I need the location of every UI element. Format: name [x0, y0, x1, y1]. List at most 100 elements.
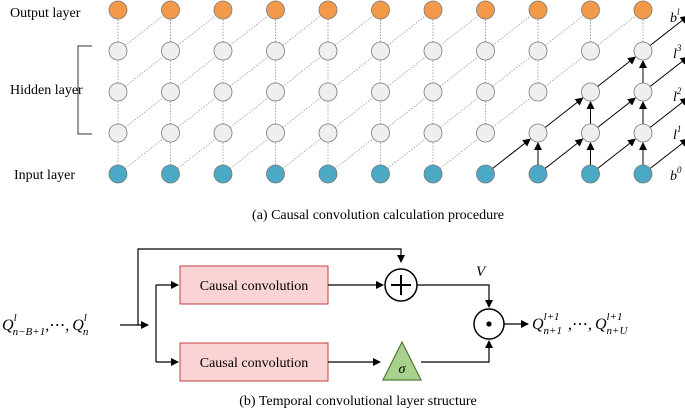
hidden3-node — [318, 41, 338, 61]
hidden3-node — [633, 41, 653, 61]
dotted-diagonal-link — [229, 138, 269, 169]
hidden1-node — [476, 123, 495, 143]
dotted-diagonal-link — [177, 56, 217, 87]
output-node — [108, 0, 128, 20]
hidden1-node — [633, 123, 653, 143]
dotted-diagonal-link — [492, 97, 532, 128]
input-node — [108, 164, 128, 184]
level-label-input: b0 — [670, 165, 682, 184]
dotted-diagonal-link — [439, 56, 479, 87]
dotted-diagonal-link — [439, 15, 479, 46]
dotted-diagonal-link — [439, 97, 479, 128]
output-node — [266, 0, 285, 20]
hidden3-node — [371, 41, 390, 61]
dotted-diagonal-link — [334, 138, 374, 169]
right-level-labels: bl l3 l2 l1 b0 — [670, 7, 682, 184]
hidden2-node — [633, 82, 653, 102]
hidden2-node — [528, 82, 548, 102]
input-node — [266, 164, 285, 184]
dotted-diagonal-link — [124, 15, 164, 46]
causal-dotted-connections — [117, 15, 685, 169]
dotted-diagonal-link — [387, 138, 427, 169]
hidden3-node — [161, 41, 180, 61]
input-node — [161, 164, 180, 184]
hidden1-node — [161, 123, 180, 143]
input-node — [318, 164, 338, 184]
hidden1-node — [213, 123, 233, 143]
hidden-layer-label: Hidden layer — [10, 83, 83, 98]
output-node — [528, 0, 548, 20]
dotted-diagonal-link — [229, 15, 269, 46]
dotted-diagonal-link — [334, 97, 374, 128]
arrow-diagonal-link — [597, 138, 636, 169]
dotted-diagonal-link — [387, 15, 427, 46]
hidden1-node — [108, 123, 128, 143]
arrow-diagonal-link — [649, 97, 685, 128]
hidden2-node — [213, 82, 233, 102]
level-label-hidden-3: l3 — [673, 43, 682, 62]
hidden2-node — [371, 82, 390, 102]
input-node — [528, 164, 548, 184]
causal-conv-box-bottom — [179, 342, 329, 382]
dotted-diagonal-link — [387, 56, 427, 87]
dotted-diagonal-link — [282, 138, 322, 169]
arrow-sigma-to-mult — [421, 340, 493, 363]
hidden2-node — [161, 82, 180, 102]
output-node — [581, 0, 600, 20]
v-label: V — [476, 264, 487, 280]
dotted-diagonal-link — [177, 138, 217, 169]
arrow-diagonal-link — [544, 138, 584, 169]
hidden1-node — [266, 123, 285, 143]
dotted-diagonal-link — [387, 97, 427, 128]
hidden2-node — [266, 82, 285, 102]
hidden3-node — [528, 41, 548, 61]
arrow-diagonal-link — [649, 138, 685, 169]
input-node — [371, 164, 390, 184]
output-node — [318, 0, 338, 20]
dotted-diagonal-link — [334, 15, 374, 46]
dotted-diagonal-link — [177, 97, 217, 128]
arrow-diagonal-link — [597, 56, 636, 87]
arrow-diagonal-link — [649, 15, 685, 46]
hidden-layer-bracket — [77, 45, 92, 135]
output-node — [161, 0, 180, 20]
causal-conv-box-top — [179, 265, 329, 305]
output-node — [423, 0, 443, 20]
causal-conv-label-top: Causal convolution — [200, 279, 309, 294]
dotted-diagonal-link — [597, 15, 637, 46]
input-layer-label: Input layer — [14, 168, 75, 183]
dotted-diagonal-link — [177, 15, 217, 46]
dotted-diagonal-link — [124, 56, 164, 87]
output-node — [633, 0, 653, 20]
level-label-hidden-2: l2 — [673, 86, 682, 105]
input-node — [633, 164, 653, 184]
hidden2-node — [476, 82, 495, 102]
level-label-output: bl — [670, 7, 680, 26]
hidden1-node — [423, 123, 443, 143]
hidden1-node — [581, 123, 600, 143]
dotted-diagonal-link — [544, 15, 584, 46]
level-label-hidden-1: l1 — [673, 124, 681, 143]
hidden3-node — [213, 41, 233, 61]
hidden3-node — [266, 41, 285, 61]
output-node — [476, 0, 495, 20]
dotted-diagonal-link — [492, 56, 532, 87]
skip-connection-arrow — [137, 248, 405, 325]
hidden3-node — [108, 41, 128, 61]
arrow-diagonal-link — [597, 97, 636, 128]
hidden3-node — [423, 41, 443, 61]
output-node — [371, 0, 390, 20]
hidden2-node — [581, 82, 600, 102]
causal-nodes — [108, 0, 653, 184]
dotted-diagonal-link — [282, 97, 322, 128]
hidden1-node — [528, 123, 548, 143]
output-layer-label: Output layer — [10, 6, 81, 21]
hidden3-node — [476, 41, 495, 61]
multiply-operator-dot — [486, 321, 492, 327]
dotted-diagonal-link — [229, 97, 269, 128]
arrow-add-to-mult — [417, 284, 493, 308]
dotted-diagonal-link — [229, 56, 269, 87]
caption-b: (b) Temporal convolutional layer structu… — [239, 394, 476, 409]
